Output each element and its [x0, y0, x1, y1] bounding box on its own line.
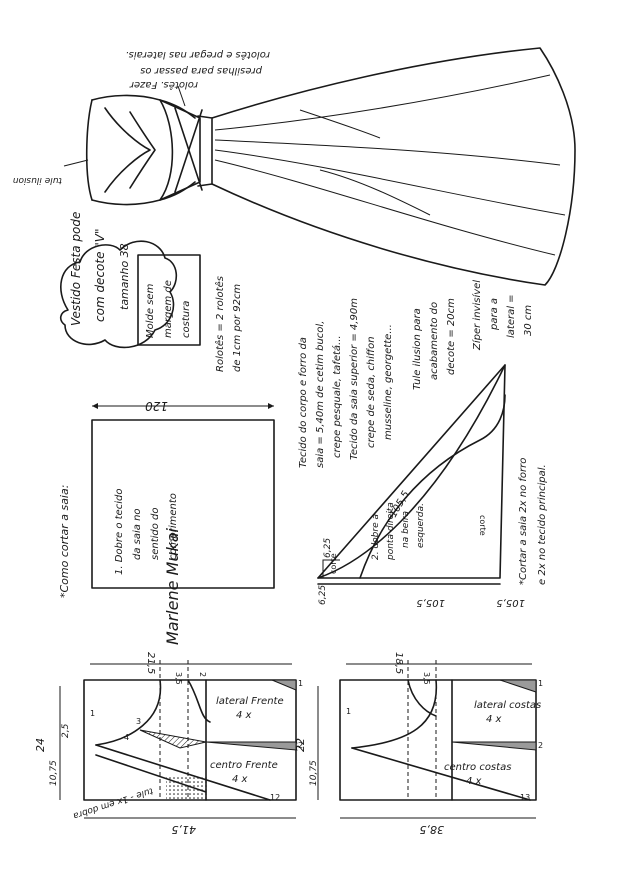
svg-text:comprimento: comprimento	[168, 493, 179, 560]
svg-text:saia = 5,40m de cetim bucol,: saia = 5,40m de cetim bucol,	[315, 321, 326, 468]
signature: Marlene Mukai	[163, 527, 182, 645]
svg-text:30 cm: 30 cm	[523, 305, 534, 336]
dim-385: 38,5	[420, 823, 445, 836]
rolotes-note-1: rolotês. Fazer	[129, 79, 198, 91]
svg-text:crepe de seda, chiffon: crepe de seda, chiffon	[366, 336, 377, 448]
svg-text:1. Dobre o tecido: 1. Dobre o tecido	[114, 489, 125, 575]
svg-text:12: 12	[270, 793, 280, 802]
dim-35-front: 3,5	[174, 672, 183, 685]
rolotes-note-2: presilhas para passar os	[140, 65, 263, 76]
skirt-fold-diagram: *Como cortar a saia: 120 1. Dobre o teci…	[58, 399, 275, 598]
rolotes-note-3: rolotês e pregar nas laterais.	[125, 49, 270, 61]
title-line-2: com decote "V"	[93, 228, 107, 322]
svg-text:corte: corte	[329, 553, 338, 574]
dim-120: 120	[145, 399, 168, 413]
dim-625: 6,25	[323, 538, 333, 558]
svg-text:lateral =: lateral =	[506, 294, 517, 338]
title-block: Vestido Festa pode com decote "V" tamanh…	[59, 212, 178, 349]
svg-text:e 2x no tecido principal.: e 2x no tecido principal.	[537, 464, 548, 585]
front-bodice-pattern: 21,5 3,5 2 lateral Frente 4 x centro Fre…	[34, 652, 303, 836]
svg-text:ponta direita: ponta direita	[386, 502, 396, 561]
svg-text:para a: para a	[489, 298, 500, 331]
dim-1075-front: 10,75	[49, 760, 59, 786]
lateral-frente-label: lateral Frente	[216, 696, 284, 707]
svg-text:Tule ilusion para: Tule ilusion para	[412, 308, 423, 390]
dim-215: 21,5	[145, 652, 156, 674]
dim-35-back: 3,5	[422, 672, 431, 685]
rolotes-note: Rolotês = 2 rolotês de 1cm por 92cm	[214, 276, 243, 372]
svg-text:13: 13	[520, 793, 530, 802]
svg-text:4 x: 4 x	[236, 710, 252, 721]
svg-text:1: 1	[90, 709, 95, 718]
dim-22: 22	[294, 738, 307, 752]
svg-text:105,5: 105,5	[496, 597, 525, 608]
svg-text:Molde sem: Molde sem	[145, 283, 156, 338]
svg-text:Rolotês = 2 rolotês: Rolotês = 2 rolotês	[214, 276, 226, 372]
title-line-1: Vestido Festa pode	[69, 212, 83, 326]
svg-text:de 1cm por 92cm: de 1cm por 92cm	[232, 284, 243, 372]
svg-text:2: 2	[198, 672, 207, 677]
dress-illustration: tule ilusion rolotês. Fazer presilhas pa…	[12, 47, 576, 286]
svg-text:1: 1	[538, 679, 543, 688]
como-cortar-heading: *Como cortar a saia:	[58, 485, 71, 598]
svg-text:da saia no: da saia no	[132, 508, 143, 560]
svg-text:2. dobre a: 2. dobre a	[371, 514, 381, 560]
svg-text:esquerda.: esquerda.	[416, 503, 426, 548]
svg-text:Tecido do corpo e forro da: Tecido do corpo e forro da	[298, 337, 309, 468]
svg-text:musseline, georgette...: musseline, georgette...	[383, 324, 394, 440]
svg-text:1: 1	[346, 707, 351, 716]
svg-text:6,25: 6,25	[318, 585, 328, 605]
svg-text:2: 2	[538, 741, 543, 750]
svg-text:decote = 20cm: decote = 20cm	[446, 298, 457, 375]
svg-text:corte: corte	[478, 515, 487, 536]
svg-text:Tecido da saia superior = 4,90: Tecido da saia superior = 4,90m	[349, 298, 360, 460]
svg-text:1: 1	[298, 679, 303, 688]
lateral-costas-label: lateral costas	[474, 700, 541, 711]
svg-text:4: 4	[124, 733, 129, 742]
svg-text:*Cortar a saia 2x no forro: *Cortar a saia 2x no forro	[518, 458, 529, 585]
back-bodice-pattern: 18,5 3,5 lateral costas 4 x centro costa…	[294, 652, 543, 836]
dim-185: 18,5	[393, 652, 404, 674]
dim-24: 24	[34, 738, 47, 752]
title-line-3: tamanho 38	[118, 243, 131, 310]
centro-frente-label: centro Frente	[210, 760, 278, 771]
svg-text:Zíper invisível: Zíper invisível	[471, 280, 483, 351]
molde-note: Molde sem margem de costura	[137, 254, 201, 346]
svg-text:margem de: margem de	[163, 280, 174, 338]
tule-ilusion-label: tule ilusion	[12, 175, 62, 185]
svg-text:sentido do: sentido do	[150, 507, 161, 560]
svg-text:na beira: na beira	[401, 511, 411, 548]
svg-text:acabamento do: acabamento do	[429, 302, 440, 380]
svg-text:3: 3	[136, 717, 141, 726]
svg-text:costura: costura	[181, 301, 192, 338]
centro-costas-label: centro costas	[444, 762, 511, 773]
skirt-triangle-diagram: corte corte 6,25 6,25 105,5 105,5 105,5 …	[317, 364, 548, 608]
dim-25: 2,5	[61, 723, 71, 738]
dim-1055-base: 105,5	[416, 597, 445, 608]
svg-text:4 x: 4 x	[232, 774, 248, 785]
svg-text:4 x: 4 x	[486, 714, 502, 725]
svg-text:4 x: 4 x	[466, 776, 482, 787]
svg-text:crepe pesquale, tafetá...: crepe pesquale, tafetá...	[331, 335, 343, 458]
svg-text:2: 2	[298, 741, 303, 750]
dim-415: 41,5	[172, 823, 197, 836]
fabric-notes: Tecido do corpo e forro da saia = 5,40m …	[298, 280, 534, 468]
dim-1075-back: 10,75	[309, 760, 319, 786]
